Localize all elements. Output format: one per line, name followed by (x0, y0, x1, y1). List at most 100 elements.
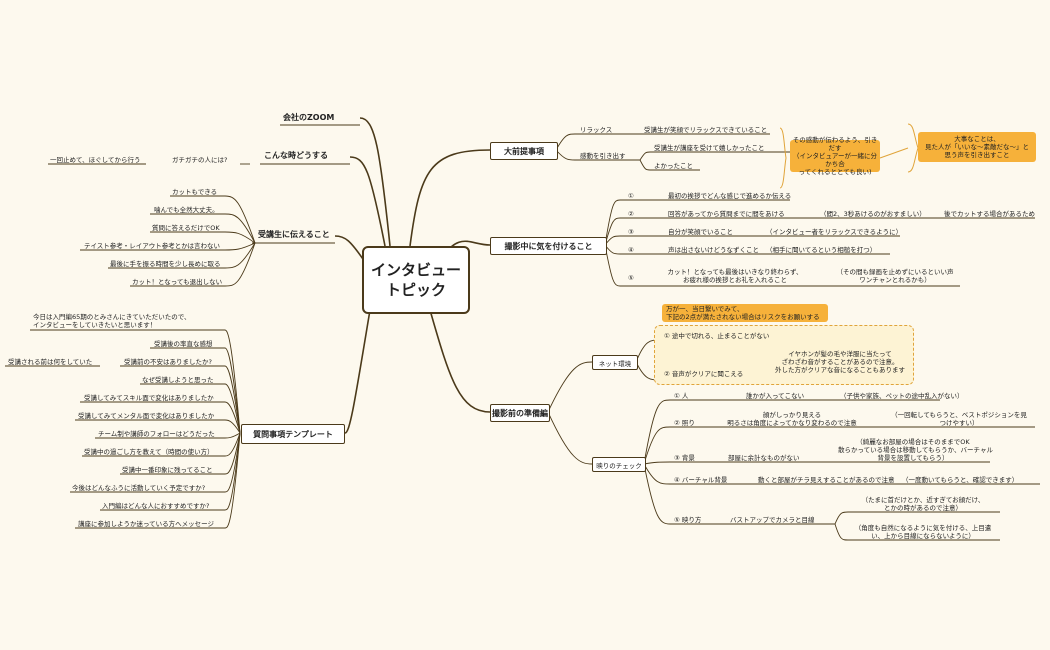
premise-note: その感動が伝わるよう、引きだす （インタビュアーが一緒に分かち合 ってくれるとと… (790, 136, 880, 176)
shoot-rule-5-note-a: （その間も録画を止めずにいるといい声 (836, 268, 954, 276)
check-framing-note-2: （角度も自然になるように気を付ける、上目遣 い、上から目線にならないように） (848, 524, 998, 540)
template-intro-1: 今日は入門編65期のとみさんにきていただいたので、 (33, 313, 191, 321)
check-background: ③ 背景 (674, 454, 695, 462)
shoot-rule-2-extra: 後でカットする場合があるため (944, 210, 1035, 218)
tell-item: カット！となっても退出しない (132, 278, 223, 286)
shoot-rule-3: 自分が笑顔でいること (668, 228, 733, 236)
central-topic: インタビュー トピック (362, 246, 470, 314)
net-env-node: ネット環境 (592, 355, 638, 370)
shoot-num: ④ (628, 246, 634, 254)
shoot-rule-2: 回答があってから質問までに間をあける (668, 210, 785, 218)
check-framing-note-1: （たまに首だけとか、近すぎてお顔だけ、 とかの時があるので注意） (848, 496, 998, 512)
template-intro-2: インタビューをしていきたいと思います！ (33, 321, 157, 329)
branch-question-template: 質問事項テンプレート (241, 424, 345, 444)
branch-during-shoot: 撮影中に気を付けること (490, 237, 607, 255)
shoot-rule-4: 声は出さないけどうなずくこと (668, 246, 759, 254)
check-framing: ⑤ 映り方 (674, 516, 702, 524)
template-item: 受講してみてスキル面で変化はありましたか (84, 394, 214, 402)
net-item-1: ① 途中で切れる、止まることがない (664, 332, 770, 340)
premise-key-point: 大事なことは、 見た人が「いいな〜素敵だな〜」と 思う声を引き出すこと (918, 132, 1036, 162)
what-to-do-question: ガチガチの人には? (172, 156, 228, 164)
check-lighting-note-b: つけやすい） (939, 419, 979, 427)
template-item: 受講してみてメンタル面で変化はありましたか (78, 412, 215, 420)
prep-warning-1: 万が一、当日繋いでみて、 (666, 305, 744, 313)
premise-impress-1: 受講生が講座を受けて嬉しかったこと (654, 144, 765, 152)
net-group (654, 325, 914, 385)
check-bg-note-b: 散らかっている場合は移動してもらうか、バーチャル (838, 446, 993, 454)
net-item-2-note: イヤホンが髪の毛や洋服に当たって ざわざわ音がすることがあるので注意。 外した方… (770, 350, 910, 374)
check-framing-na: （たまに首だけとか、近すぎてお顔だけ、 (861, 496, 985, 504)
check-framing-nc: （角度も自然になるように気を付ける、上目遣 (854, 524, 992, 532)
check-bg-note-a: （綺麗なお部屋の場合はそのままでOK (856, 438, 970, 446)
shoot-num: ⑤ (628, 274, 634, 282)
premise-key-1: 大事なことは、 (954, 135, 1000, 143)
tell-item: カットもできる (172, 188, 218, 196)
shoot-rule-5: カット！となっても最後はいきなり終わらず、 お疲れ様の挨拶とお礼を入れること (660, 268, 810, 284)
branch-premise: 大前提事項 (490, 142, 558, 160)
check-lighting: ② 照り (674, 419, 695, 427)
check-people: ① 人 (674, 392, 689, 400)
check-lighting-b: 明るさは角度によってかなり変わるので注意 (727, 419, 857, 427)
central-line1: インタビュー (370, 261, 461, 279)
check-bg-note-c: 背景を設置してもらう） (877, 454, 949, 462)
check-framing-a: バストアップでカメラと目線 (730, 516, 815, 524)
check-lighting-note: （一回転してもらうと、ベストポジションを見 つけやすい） (884, 411, 1034, 427)
check-virtual-bg-b: （一度動いてもらうと、確認できます） (902, 476, 1019, 484)
template-before-note: 受講される前は何をしていた (8, 358, 93, 366)
check-people-a: 誰かが入ってこない (746, 392, 805, 400)
premise-relax: リラックス (580, 126, 613, 134)
shoot-rule-2-note: （間2、3秒あけるのがおすましい） (820, 210, 926, 218)
template-item: 入門編はどんな人におすすめですか? (102, 502, 210, 510)
premise-note-2: （インタビュアーが一緒に分かち合 (793, 152, 877, 168)
template-item: なぜ受講しようと思った (142, 376, 214, 384)
shoot-num: ③ (628, 228, 634, 236)
branch-zoom: 会社のZOOM (283, 113, 335, 122)
shoot-num: ② (628, 210, 634, 218)
check-lighting-detail: 顔がしっかり見える 明るさは角度によってかなり変わるので注意 (720, 411, 864, 427)
check-framing-nb: とかの時があるので注意） (884, 504, 962, 512)
premise-relax-detail: 受講生が笑顔でリラックスできていること (644, 126, 768, 134)
premise-impress: 感動を引き出す (580, 152, 626, 160)
shoot-rule-5-note: （その間も録画を止めずにいるといい声 ワンチャンとれるかも） (830, 268, 960, 284)
what-to-do-answer: 一回止めて、ほぐしてから行う (50, 156, 141, 164)
branch-what-to-do: こんな時どうする (264, 151, 328, 160)
branch-tell-students: 受講生に伝えること (258, 230, 330, 239)
template-item: 受講後の率直な感想 (154, 340, 213, 348)
check-virtual-bg-a: 動くと部屋がチラ見えすることがあるので注意 (758, 476, 895, 484)
check-background-a: 部屋に余計なものがない (728, 454, 800, 462)
premise-note-3: ってくれるととても良い) (798, 168, 872, 176)
check-lighting-a: 顔がしっかり見える (762, 411, 822, 419)
net-note-a: イヤホンが髪の毛や洋服に当たって (788, 350, 892, 358)
premise-impress-2: よかったこと (654, 162, 693, 170)
shoot-rule-5b: お疲れ様の挨拶とお礼を入れること (683, 276, 787, 284)
net-note-c: 外した方がクリアな音になることもあります (775, 366, 905, 374)
tell-item: テイスト参考・レイアウト参考とかは言わない (84, 242, 221, 250)
tell-item: 質問に答えるだけでOK (152, 224, 220, 232)
shoot-rule-1: 最初の挨拶でどんな感じで進めるか伝える (668, 192, 792, 200)
shoot-rule-5-note-b: ワンチャンとれるかも） (859, 276, 931, 284)
shoot-rule-5a: カット！となっても最後はいきなり終わらず、 (667, 268, 803, 276)
net-item-2: ② 音声がクリアに聞こえる (664, 370, 744, 378)
template-item: 今後はどんなふうに活動していく予定ですか? (72, 484, 206, 492)
template-item: チーム制や講師のフォローはどうだった (98, 430, 215, 438)
appearance-check-node: 映りのチェック (592, 457, 646, 472)
check-background-note: （綺麗なお部屋の場合はそのままでOK 散らかっている場合は移動してもらうか、バー… (838, 438, 993, 462)
branch-pre-shoot-prep: 撮影前の準備編 (490, 404, 550, 422)
central-line2: トピック (385, 281, 446, 299)
check-framing-nd: い、上から目線にならないように） (871, 532, 975, 540)
shoot-rule-3-note: （インタビュー者をリラックスできるように） (766, 228, 903, 236)
tell-item: 噛んでも全然大丈夫。 (154, 206, 219, 214)
premise-key-2: 見た人が「いいな〜素敵だな〜」と (925, 143, 1029, 151)
check-people-b: （子供や家族、ペットの途中乱入がない） (840, 392, 964, 400)
prep-warning: 万が一、当日繋いでみて、 下記の2点が満たされない場合はリスクをお願いする (662, 304, 828, 322)
check-virtual-bg: ④ バーチャル背景 (674, 476, 728, 484)
template-item: 受講中の過ごし方を教えて（時間の使い方） (84, 448, 214, 456)
tell-item: 最後に手を振る時間を少し長めに取る (110, 260, 221, 268)
prep-warning-2: 下記の2点が満たされない場合はリスクをお願いする (666, 313, 820, 321)
net-note-b: ざわざわ音がすることがあるので注意。 (781, 358, 899, 366)
premise-note-1: その感動が伝わるよう、引きだす (792, 136, 878, 152)
shoot-rule-4-note: （相手に聞いてるという相槌を打つ） (766, 246, 877, 254)
template-item: 受講中一番印象に残ってること (122, 466, 213, 474)
check-lighting-note-a: （一回転してもらうと、ベストポジションを見 (891, 411, 1027, 419)
